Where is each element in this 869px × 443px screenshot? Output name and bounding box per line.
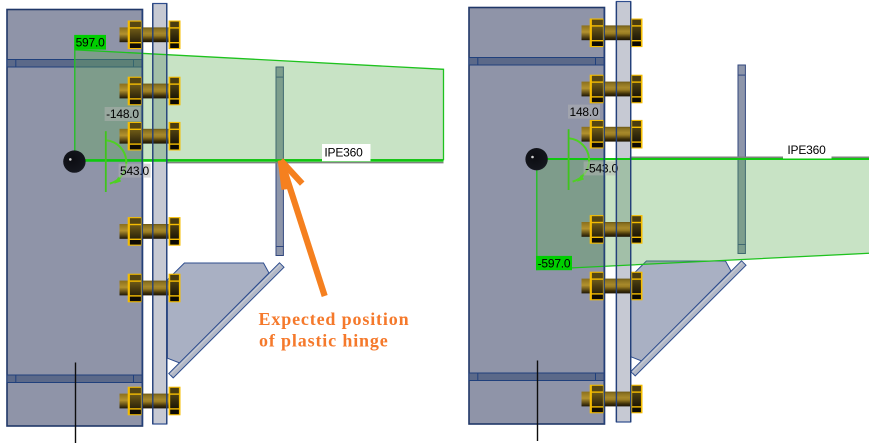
svg-text:IPE360: IPE360: [787, 143, 826, 157]
svg-text:543.0: 543.0: [120, 164, 150, 178]
svg-text:-543.0: -543.0: [585, 162, 618, 176]
svg-text:IPE360: IPE360: [324, 146, 363, 160]
svg-text:of plastic hinge: of plastic hinge: [259, 331, 389, 351]
svg-text:148.0: 148.0: [569, 105, 599, 119]
svg-text:-597.0: -597.0: [538, 257, 571, 271]
svg-text:-148.0: -148.0: [106, 107, 139, 121]
svg-text:Expected position: Expected position: [259, 309, 410, 329]
svg-text:597.0: 597.0: [76, 35, 106, 49]
